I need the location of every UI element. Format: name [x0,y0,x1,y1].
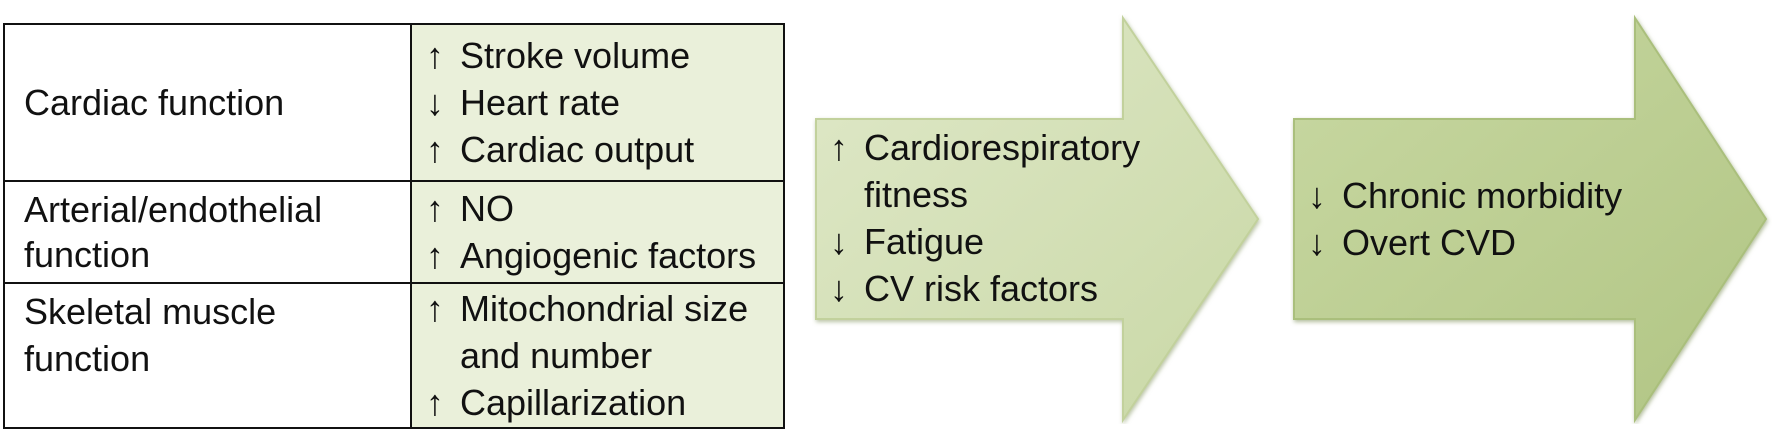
arrow-item: ↓ Chronic morbidity [1308,172,1688,219]
direction-arrow-icon: ↓ [1308,175,1326,216]
adaptations-table: Cardiac function ↑ Stroke volume ↓ Heart r… [3,23,785,429]
arrow-item: ↓ Fatigue [830,218,1210,265]
direction-arrow-icon: ↑ [830,127,848,168]
arrow-item-text: CV risk factors [864,268,1099,309]
arrow-body-2 [1293,14,1768,424]
table-row: Arterial/endothelial function ↑ NO ↑ Angio… [3,180,785,284]
effect-item: ↑ NO [426,185,783,232]
direction-arrow-icon: ↑ [426,188,444,229]
arrow-item: ↓ CV risk factors [830,265,1210,312]
arrow-item: ↑ Cardiorespiratory fitness [830,124,1210,218]
arrow-item-text: Chronic morbidity [1342,175,1623,216]
arrow-shape-1 [815,14,1260,424]
effect-item: ↑ Stroke volume [426,32,783,79]
effect-item: ↓ Heart rate [426,79,783,126]
effect-text: Heart rate [460,82,621,123]
effect-item: ↑ Capillarization [426,379,783,426]
direction-arrow-icon: ↑ [426,288,444,329]
arrow-item-text: Fatigue [864,221,985,262]
effect-text: Mitochondrial size and number [460,288,749,376]
effect-text: Cardiac output [460,129,695,170]
effect-item: ↑ Angiogenic factors [426,232,783,279]
direction-arrow-icon: ↑ [426,235,444,276]
direction-arrow-icon: ↓ [1308,222,1326,263]
effect-item: ↑ Mitochondrial size and number [426,285,783,379]
row-effects-arterial: ↑ NO ↑ Angiogenic factors [410,180,785,284]
effect-item: ↑ Cardiac output [426,126,783,173]
arrow-1-text: ↑ Cardiorespiratory fitness ↓ Fatigue ↓ CV … [830,124,1210,312]
row-label-cardiac: Cardiac function [3,23,412,182]
arrow-item-text: Cardiorespiratory fitness [864,127,1141,215]
row-label-skeletal: Skeletal muscle function [3,282,412,429]
direction-arrow-icon: ↓ [830,221,848,262]
arrow-2-text: ↓ Chronic morbidity ↓ Overt CVD [1308,172,1688,266]
arrow-body-1 [815,14,1260,424]
arrow-item: ↓ Overt CVD [1308,219,1688,266]
table-row: Skeletal muscle function ↑ Mitochondrial … [3,282,785,429]
effect-text: Angiogenic factors [460,235,757,276]
effect-text: Capillarization [460,382,687,423]
row-label-arterial: Arterial/endothelial function [3,180,412,284]
arrow-item-text: Overt CVD [1342,222,1517,263]
direction-arrow-icon: ↓ [426,82,444,123]
table-row: Cardiac function ↑ Stroke volume ↓ Heart r… [3,23,785,182]
direction-arrow-icon: ↑ [426,382,444,423]
direction-arrow-icon: ↑ [426,129,444,170]
row-effects-skeletal: ↑ Mitochondrial size and number ↑ Capillar… [410,282,785,429]
direction-arrow-icon: ↑ [426,35,444,76]
effect-text: NO [460,188,514,229]
arrow-shape-2 [1293,14,1768,424]
effect-text: Stroke volume [460,35,691,76]
row-label-text: Skeletal muscle function [24,291,277,379]
direction-arrow-icon: ↓ [830,268,848,309]
row-effects-cardiac: ↑ Stroke volume ↓ Heart rate ↑ Cardiac outp… [410,23,785,182]
